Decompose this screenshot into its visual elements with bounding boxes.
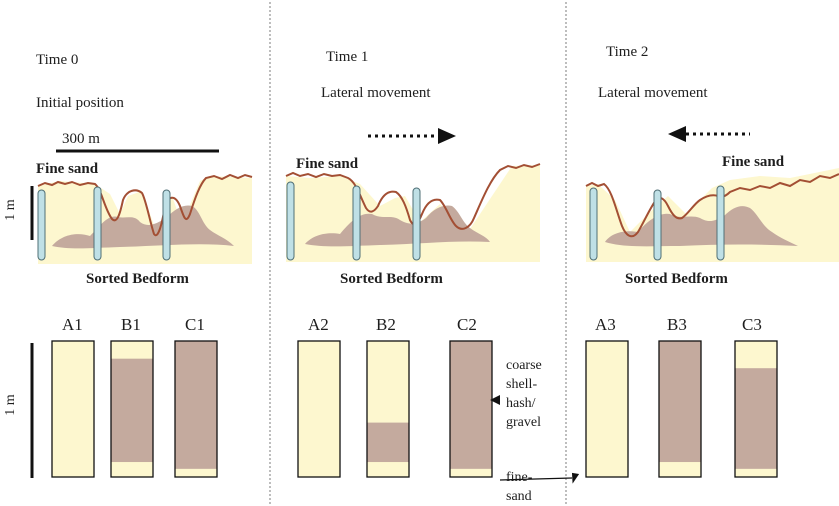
coarse-layer <box>735 368 777 469</box>
legend-fine-pointer <box>499 472 580 484</box>
core-log-a3 <box>585 340 629 478</box>
core-outline <box>734 340 778 478</box>
core-outline <box>110 340 154 478</box>
coarse-layer <box>450 341 492 469</box>
core-outline <box>658 340 702 478</box>
core-outline <box>585 340 629 478</box>
core-tube-b2 <box>352 185 361 261</box>
panel-2-time-label: Time 2 <box>606 44 649 60</box>
panel-1-subtitle: Lateral movement <box>321 85 431 101</box>
profile-depth-scale-label: 1 m <box>3 199 18 221</box>
core-outline <box>174 340 218 478</box>
coarse-layer <box>175 341 217 469</box>
core-tube-a1 <box>37 189 46 261</box>
arrow-left-icon <box>668 126 750 142</box>
bedform-profile-time-0 <box>37 173 253 264</box>
core-tube-b3 <box>653 189 662 261</box>
fine-sand-layer <box>586 341 628 477</box>
fine-sand-body <box>586 168 839 262</box>
legend-coarse-label: coarse shell-hash/ gravel <box>506 358 542 430</box>
core-depth-scale-label: 1 m <box>3 394 18 416</box>
core-log-b3 <box>658 340 702 478</box>
panel-2-subtitle: Lateral movement <box>598 85 708 101</box>
core-log-b2 <box>366 340 410 478</box>
core-tube-c3 <box>716 185 725 261</box>
fine-sand-body <box>38 176 252 264</box>
panel-1-time-label: Time 1 <box>326 49 369 65</box>
core-log-c1 <box>174 340 218 478</box>
core-header-c3: C3 <box>742 315 762 334</box>
core-log-a1 <box>51 340 95 478</box>
coarse-deposit <box>605 206 798 247</box>
core-tube-a2 <box>286 181 295 261</box>
core-tube-a3 <box>589 187 598 261</box>
arrow-right-icon <box>368 128 456 144</box>
core-header-c1: C1 <box>185 315 205 334</box>
panel-0-fine-sand-label: Fine sand <box>36 161 99 177</box>
core-log-b1 <box>110 340 154 478</box>
panel-0-time-label: Time 0 <box>36 52 79 68</box>
core-log-c3 <box>734 340 778 478</box>
core-log-a2 <box>297 340 341 478</box>
legend-fine-label: fine-sand <box>506 470 533 504</box>
core-tube-b1 <box>93 186 102 261</box>
core-outline <box>366 340 410 478</box>
panel-1-fine-sand-label: Fine sand <box>296 156 359 172</box>
core-tube-c1 <box>162 189 171 261</box>
core-log-c2 <box>449 340 493 478</box>
panel-1-bedform-label: Sorted Bedform <box>340 271 443 287</box>
bedform-profile-time-2 <box>585 168 839 262</box>
core-tube-c2 <box>412 187 421 261</box>
legend-coarse-pointer <box>490 395 500 405</box>
core-header-b1: B1 <box>121 315 141 334</box>
panel-0-subtitle: Initial position <box>36 95 124 111</box>
core-outline <box>297 340 341 478</box>
core-header-a2: A2 <box>308 315 329 334</box>
panel-2-bedform-label: Sorted Bedform <box>625 271 728 287</box>
coarse-layer <box>367 422 409 463</box>
coarse-deposit <box>305 205 490 247</box>
core-logs <box>51 340 778 478</box>
panel-0-bedform-label: Sorted Bedform <box>86 271 189 287</box>
core-header-b3: B3 <box>667 315 687 334</box>
core-outline <box>51 340 95 478</box>
bedform-profile-time-1 <box>285 163 541 262</box>
coarse-layer <box>111 358 153 463</box>
coarse-layer <box>659 341 701 463</box>
core-header-b2: B2 <box>376 315 396 334</box>
fine-sand-layer <box>52 341 94 477</box>
core-outline <box>449 340 493 478</box>
core-header-c2: C2 <box>457 315 477 334</box>
core-header-a1: A1 <box>62 315 83 334</box>
fine-sand-layer <box>298 341 340 477</box>
seabed-surface-line <box>37 173 253 237</box>
core-header-a3: A3 <box>595 315 616 334</box>
horizontal-scale-label: 300 m <box>62 131 100 147</box>
panel-2-fine-sand-label: Fine sand <box>722 154 785 170</box>
